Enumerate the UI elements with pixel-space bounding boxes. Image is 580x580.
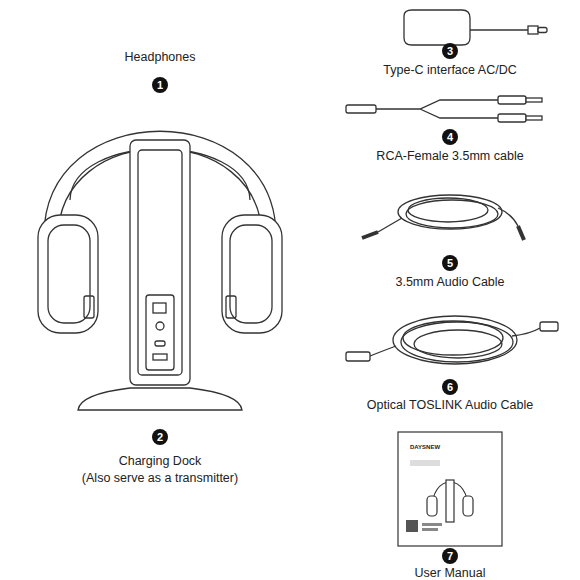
plug-housing (528, 26, 538, 34)
manual-fine-print (422, 523, 442, 526)
part-note: (Also serve as a transmitter) (82, 471, 238, 485)
manual-cup-right (463, 496, 473, 516)
callout-number: 2 (152, 429, 168, 445)
stand-base (78, 388, 242, 410)
female-jack (346, 105, 376, 113)
switch (153, 354, 167, 360)
callout-number: 4 (442, 129, 458, 145)
volume-buttons (84, 296, 94, 318)
rca-pin-a (526, 98, 542, 102)
coil-a (398, 195, 502, 229)
rca-pin-b (526, 116, 542, 120)
callout-number: 7 (442, 548, 458, 564)
callout-number: 1 (152, 77, 168, 93)
callout-number: 5 (442, 255, 458, 271)
aux-lead-b (498, 208, 518, 226)
manual-badge (410, 460, 440, 466)
left-earcup (38, 215, 98, 333)
stand-post (130, 140, 190, 385)
type-c-plug (538, 28, 547, 33)
adapter-cable (470, 29, 528, 30)
optical-lead-b (512, 328, 540, 336)
power-button (226, 296, 236, 318)
rca-plug-a (498, 96, 526, 104)
manual-cover (398, 432, 502, 546)
part-name: User Manual (415, 566, 486, 580)
usb-c-port (155, 341, 165, 346)
port-panel (146, 295, 174, 370)
aux-plug-b (518, 226, 524, 240)
adapter-drawing (404, 10, 547, 45)
rca-plug-b (498, 114, 526, 122)
rca-cable-drawing (346, 96, 542, 122)
callout-number: 3 (442, 43, 458, 59)
manual-drawing (398, 432, 502, 546)
part-name: Headphones (125, 50, 196, 64)
optical-plug-b (540, 322, 558, 331)
manual-cup-left (427, 496, 437, 516)
aux-plug-a (362, 232, 378, 238)
part-name: Charging Dock (119, 454, 202, 468)
rca-wires (376, 100, 498, 118)
coil-c (408, 198, 488, 222)
optical-coil-b (401, 322, 513, 362)
callout-number: 6 (442, 379, 458, 395)
manual-stand (446, 480, 454, 522)
adapter-body (404, 10, 470, 45)
aux-lead-a (378, 218, 402, 232)
aux-port (156, 322, 164, 330)
part-name: Optical TOSLINK Audio Cable (367, 398, 533, 412)
optical-lead-a (370, 346, 396, 356)
stand-inner (138, 150, 182, 375)
aux-cable-drawing (362, 195, 524, 240)
headphones-drawing (38, 131, 282, 410)
manual-fine-print (422, 528, 438, 531)
brand-text: DAYSNEW (410, 444, 440, 450)
optical-cable-drawing (346, 316, 558, 364)
optical-coil-a (393, 316, 517, 364)
part-name: RCA-Female 3.5mm cable (376, 149, 523, 163)
part-name: Type-C interface AC/DC (383, 63, 516, 77)
optical-port (153, 303, 166, 313)
optical-plug-a (346, 352, 370, 361)
part-name: 3.5mm Audio Cable (395, 275, 504, 289)
optical-coil-d (414, 330, 502, 358)
qr-code (406, 520, 418, 532)
right-earcup (222, 215, 282, 333)
